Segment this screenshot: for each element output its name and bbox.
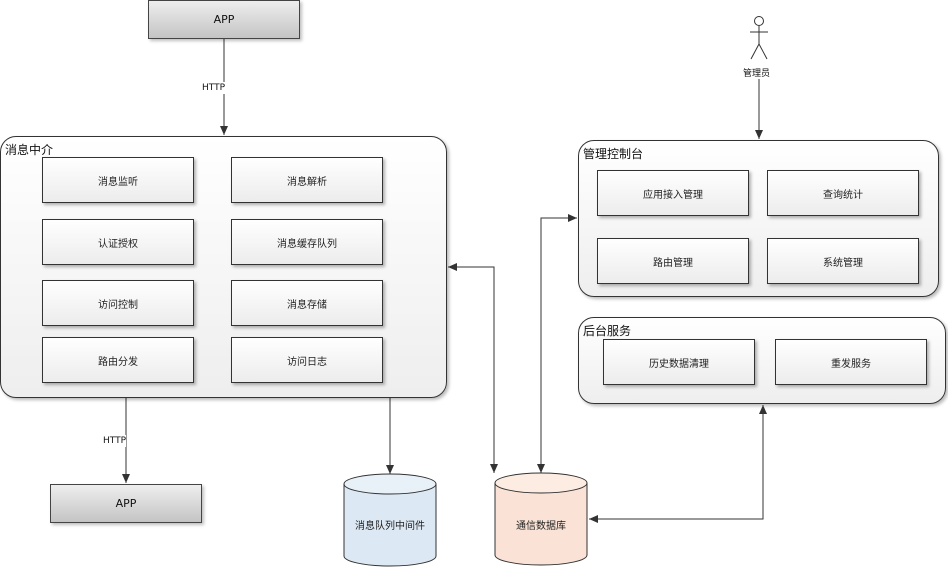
broker-item-listen[interactable]: 消息监听 [42, 157, 194, 203]
broker-item-cache-queue[interactable]: 消息缓存队列 [231, 219, 383, 265]
comm-database-icon [494, 472, 588, 566]
http-label-top: HTTP [202, 82, 226, 94]
broker-item-routing-label: 路由分发 [98, 356, 138, 368]
console-item-system-mgmt[interactable]: 系统管理 [767, 238, 919, 284]
broker-item-access-log-label: 访问日志 [287, 356, 327, 368]
broker-item-auth-label: 认证授权 [98, 238, 138, 250]
backend-title: 后台服务 [583, 324, 632, 338]
console-title: 管理控制台 [583, 147, 644, 161]
mq-database-icon [343, 473, 437, 567]
console-item-route-mgmt[interactable]: 路由管理 [597, 238, 749, 284]
broker-item-listen-label: 消息监听 [98, 176, 138, 188]
admin-actor-icon [750, 16, 768, 60]
backend-item-history-cleanup-label: 历史数据清理 [649, 358, 709, 370]
broker-item-cache-queue-label: 消息缓存队列 [277, 238, 337, 250]
broker-item-access-control-label: 访问控制 [98, 299, 138, 311]
admin-actor-label: 管理员 [743, 66, 771, 79]
backend-item-history-cleanup[interactable]: 历史数据清理 [603, 339, 755, 385]
console-item-query-stats[interactable]: 查询统计 [767, 170, 919, 216]
arrow-comm-db-console [537, 214, 577, 473]
backend-item-resend-label: 重发服务 [831, 358, 871, 370]
console-item-route-mgmt-label: 路由管理 [653, 257, 693, 269]
comm-database-label: 通信数据库 [516, 521, 566, 532]
broker-item-routing[interactable]: 路由分发 [42, 337, 194, 383]
arrow-broker-comm-db [448, 263, 498, 473]
console-item-query-stats-label: 查询统计 [823, 189, 863, 201]
app-top[interactable]: APP [148, 0, 300, 39]
app-bottom-label: APP [115, 497, 137, 510]
broker-title: 消息中介 [5, 143, 54, 157]
broker-item-storage-label: 消息存储 [287, 299, 327, 311]
console-item-app-access-label: 应用接入管理 [643, 189, 703, 201]
backend-item-resend[interactable]: 重发服务 [775, 339, 927, 385]
console-group: 管理控制台 应用接入管理 查询统计 路由管理 系统管理 [578, 140, 939, 297]
broker-item-parse-label: 消息解析 [287, 176, 327, 188]
mq-database-label: 消息队列中间件 [355, 521, 425, 532]
app-bottom[interactable]: APP [50, 484, 202, 523]
broker-group: 消息中介 消息监听 消息解析 认证授权 消息缓存队列 访问控制 消息存储 路由分… [0, 136, 447, 398]
app-top-label: APP [213, 13, 235, 26]
http-label-bottom: HTTP [103, 435, 127, 447]
broker-item-auth[interactable]: 认证授权 [42, 219, 194, 265]
broker-item-access-control[interactable]: 访问控制 [42, 280, 194, 326]
arrow-comm-db-backend [589, 405, 767, 523]
console-item-app-access[interactable]: 应用接入管理 [597, 170, 749, 216]
broker-item-parse[interactable]: 消息解析 [231, 157, 383, 203]
broker-item-access-log[interactable]: 访问日志 [231, 337, 383, 383]
console-item-system-mgmt-label: 系统管理 [823, 257, 863, 269]
broker-item-storage[interactable]: 消息存储 [231, 280, 383, 326]
backend-group: 后台服务 历史数据清理 重发服务 [578, 317, 946, 404]
